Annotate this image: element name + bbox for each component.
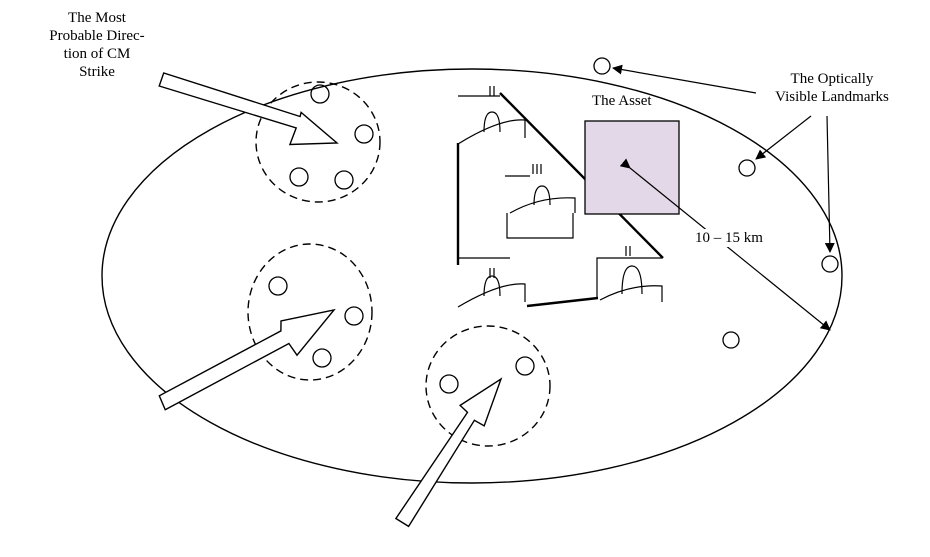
launcher-zone-bottom [425, 325, 551, 447]
landmarks-label-line: The Optically [790, 71, 874, 87]
landmarks-label-line: Visible Landmarks [775, 89, 889, 105]
strike-direction-label-line: Strike [79, 64, 115, 80]
launcher-circle [334, 170, 354, 190]
landmark-circle [722, 331, 740, 349]
landmark-circle [738, 159, 756, 177]
strike-direction-label-line: tion of CM [63, 46, 131, 62]
distance-label: 10 – 15 km [694, 229, 764, 247]
launcher-zone-boundary [247, 243, 373, 381]
distance-arrow [619, 158, 831, 331]
radar-station-icon-2 [505, 164, 576, 214]
launcher-circle [354, 124, 374, 144]
landmarks-label: The Optically Visible Landmarks [752, 70, 912, 106]
strike-direction-label: The Most Probable Direc- tion of CM Stri… [34, 9, 160, 81]
strike-direction-label-line: The Most [68, 10, 126, 26]
launcher-circle [310, 84, 330, 104]
launcher-circle [312, 348, 332, 368]
network-links-thin [506, 213, 574, 239]
launcher-circle [344, 306, 364, 326]
launcher-zone-boundary [255, 81, 381, 203]
asset-label: The Asset [592, 93, 652, 109]
strike-direction-arrow-top [158, 72, 339, 146]
radar-station-icon-3 [457, 257, 526, 308]
launcher-circle [515, 356, 535, 376]
radar-station-icon-4 [596, 246, 663, 302]
landmark-circle [821, 255, 839, 273]
strike-direction-label-line: Probable Direc- [49, 28, 145, 44]
strike-direction-arrow-bottom [394, 377, 503, 528]
launcher-zone-left [247, 243, 373, 381]
launcher-zone-top-left [255, 81, 381, 203]
launcher-circle [289, 167, 309, 187]
asset-square [584, 120, 680, 215]
landmark-circle [593, 57, 611, 75]
defended-area-ellipse [101, 68, 843, 484]
radar-station-icon-1 [457, 86, 526, 145]
strike-direction-arrow-left [158, 308, 336, 411]
launcher-zone-boundary [425, 325, 551, 447]
launcher-circle [439, 374, 459, 394]
launcher-circle [268, 276, 288, 296]
